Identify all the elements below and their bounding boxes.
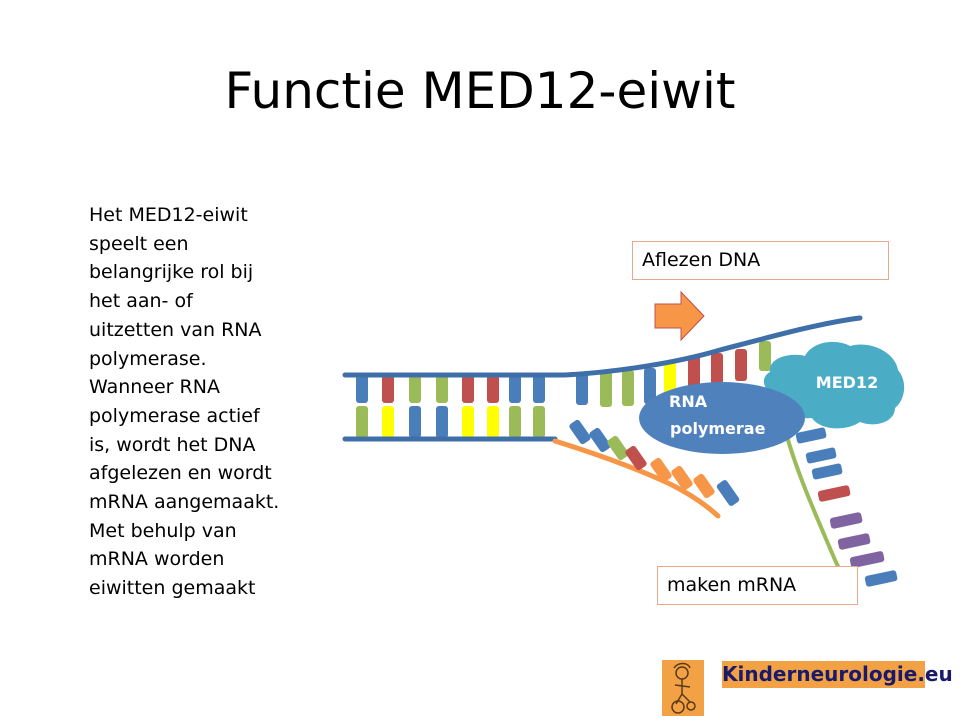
description-line: is, wordt het DNA: [89, 433, 256, 456]
description-line: het aan- of: [89, 290, 193, 313]
description-line: eiwitten gemaakt: [89, 577, 256, 600]
strand-base: [759, 341, 771, 371]
dna-base: [436, 375, 448, 403]
strand-base: [569, 419, 591, 445]
description-line: belangrijke rol bij: [89, 261, 254, 284]
dna-base: [409, 375, 421, 403]
strand-base: [688, 355, 700, 389]
dna-base: [382, 406, 394, 438]
mrna-base: [829, 512, 863, 529]
strand-backbone-top: [562, 315, 863, 378]
med12-label: MED12: [816, 373, 878, 392]
logo-text[interactable]: Kinderneurologie.eu: [722, 661, 953, 688]
mrna-base: [805, 447, 837, 464]
mrna-base: [811, 463, 843, 480]
mrna-base: [864, 570, 898, 587]
strand-base: [600, 371, 612, 407]
mrna-base: [849, 551, 885, 568]
dna-base: [462, 406, 474, 438]
mrna-base: [795, 427, 827, 444]
strand-base: [625, 445, 647, 471]
description-line: afgelezen en wordt: [89, 462, 272, 485]
strand-base: [664, 361, 676, 395]
logo-icon: [662, 660, 704, 716]
dna-base: [509, 406, 521, 438]
dna-base: [462, 375, 474, 403]
strand-base: [735, 349, 747, 381]
rna-polymerase: [639, 382, 805, 454]
dna-base: [533, 375, 545, 403]
strand-base: [622, 370, 634, 406]
rna-polymerase-label-1: RNA: [669, 392, 708, 411]
mrna-base: [817, 485, 851, 502]
child-figure-icon: [671, 662, 696, 714]
dna-coding-strand: [552, 419, 740, 519]
strand-base: [576, 373, 588, 405]
page-title: Functie MED12-eiwit: [224, 62, 736, 120]
description-line: polymerase actief: [89, 404, 260, 427]
dna-base: [509, 375, 521, 403]
dna-base: [487, 406, 499, 438]
strand-base: [589, 427, 611, 453]
description-line: mRNA worden: [89, 548, 225, 571]
strand-base: [716, 480, 740, 506]
strand-base: [644, 368, 656, 404]
mrna-base: [837, 533, 871, 550]
dna-base: [409, 406, 421, 438]
strand-base: [693, 473, 715, 499]
dna-base: [487, 375, 499, 403]
dna-base: [356, 406, 368, 438]
rna-polymerase-label-2: polymerae: [670, 419, 766, 438]
description-line: Met behulp van: [89, 519, 237, 542]
description-text: Het MED12-eiwit speelt een belangrijke r…: [89, 201, 304, 603]
strand-base: [607, 435, 629, 461]
dna-base: [382, 375, 394, 403]
description-line: mRNA aangemaakt.: [89, 491, 280, 514]
description-line: Het MED12-eiwit: [89, 204, 248, 226]
description-line: polymerase.: [89, 347, 207, 370]
direction-arrow: [654, 290, 705, 342]
dna-base: [533, 406, 545, 438]
description-line: speelt een: [89, 232, 189, 255]
description-line: Wanneer RNA: [89, 376, 220, 399]
description-line: uitzetten van RNA: [89, 318, 262, 341]
maken-mrna-label: maken mRNA: [657, 566, 858, 605]
dna-template-strand: [562, 315, 863, 407]
dna-base: [436, 406, 448, 438]
strand-base: [711, 353, 723, 387]
aflezen-dna-label: Aflezen DNA: [632, 241, 889, 280]
dna-double-strand: [342, 372, 568, 442]
dna-base: [356, 375, 368, 403]
strand-base: [650, 457, 672, 483]
strand-base: [671, 465, 693, 491]
